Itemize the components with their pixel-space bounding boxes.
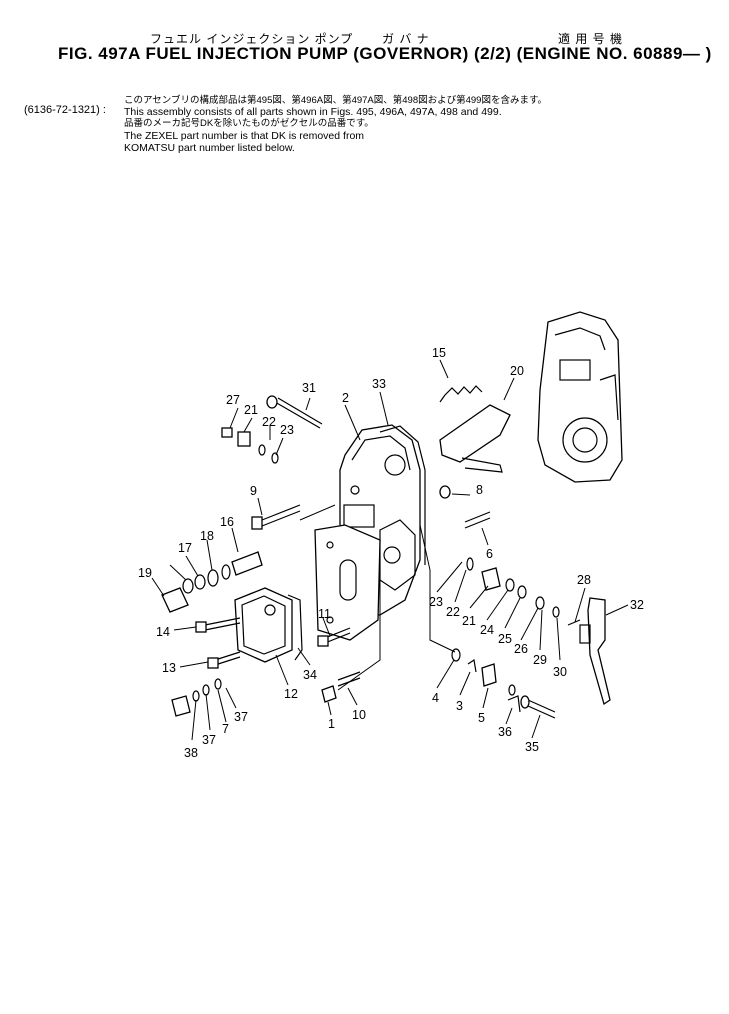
leader-lines <box>151 359 629 741</box>
callout-33: 33 <box>372 377 386 391</box>
callout-15: 15 <box>432 346 446 360</box>
callout-18: 18 <box>200 529 214 543</box>
fasteners <box>161 395 581 719</box>
callout-23b: 23 <box>429 595 443 609</box>
callout-35: 35 <box>525 740 539 754</box>
governor-lever <box>439 385 511 473</box>
note-line-2: This assembly consists of all parts show… <box>124 106 502 118</box>
callout-11: 11 <box>318 607 331 621</box>
callout-37b: 37 <box>202 733 216 747</box>
control-lever <box>579 597 611 706</box>
callout-7: 7 <box>222 722 229 736</box>
callout-37a: 37 <box>234 710 248 724</box>
callout-36: 36 <box>498 725 512 739</box>
callout-29: 29 <box>533 653 547 667</box>
jp-title-left: フュエル インジェクション ポンプ <box>150 32 354 46</box>
callout-22b: 22 <box>446 605 460 619</box>
callout-9: 9 <box>250 484 257 498</box>
callout-32: 32 <box>630 598 644 612</box>
callout-3: 3 <box>456 699 463 713</box>
callout-14: 14 <box>156 625 170 639</box>
note-line-5: KOMATSU part number listed below. <box>124 142 295 154</box>
jp-title-right: 適 用 号 機 <box>558 32 624 46</box>
callout-28: 28 <box>577 573 591 587</box>
callout-23: 23 <box>280 423 294 437</box>
note-line-4: The ZEXEL part number is that DK is remo… <box>124 130 365 142</box>
note-line-3: 品番のメーカ記号DKを除いたものがゼクセルの品番です。 <box>124 118 374 129</box>
callout-30: 30 <box>553 665 567 679</box>
right-housing <box>537 311 623 483</box>
callout-labels: 1 2 3 4 5 6 7 8 9 10 11 12 13 14 15 16 1… <box>138 346 644 760</box>
callout-13: 13 <box>162 661 176 675</box>
note-line-1: このアセンブリの構成部品は第495図、第496A図、第497A図、第498図およ… <box>124 95 548 106</box>
jp-title-mid: ガ バ ナ <box>382 32 430 46</box>
callout-27: 27 <box>226 393 240 407</box>
figure-title: FIG. 497A FUEL INJECTION PUMP (GOVERNOR)… <box>58 44 712 63</box>
callout-4: 4 <box>432 691 439 705</box>
callout-8: 8 <box>476 483 483 497</box>
cover-plate <box>314 524 381 641</box>
callout-1: 1 <box>328 717 335 731</box>
callout-26: 26 <box>514 642 528 656</box>
callout-34: 34 <box>303 668 317 682</box>
callout-21: 21 <box>244 403 258 417</box>
callout-22: 22 <box>262 415 276 429</box>
callout-16: 16 <box>220 515 234 529</box>
assembly-part-number: (6136-72-1321) : <box>24 104 106 116</box>
callout-21b: 21 <box>462 614 476 628</box>
callout-31: 31 <box>302 381 316 395</box>
callout-12: 12 <box>284 687 298 701</box>
callout-24: 24 <box>480 623 494 637</box>
callout-20: 20 <box>510 364 524 378</box>
callout-10: 10 <box>352 708 366 722</box>
callout-38: 38 <box>184 746 198 760</box>
callout-6: 6 <box>486 547 493 561</box>
callout-17: 17 <box>178 541 192 555</box>
callout-5: 5 <box>478 711 485 725</box>
front-cover <box>234 587 303 663</box>
callout-25: 25 <box>498 632 512 646</box>
callout-2: 2 <box>342 391 349 405</box>
callout-19: 19 <box>138 566 152 580</box>
